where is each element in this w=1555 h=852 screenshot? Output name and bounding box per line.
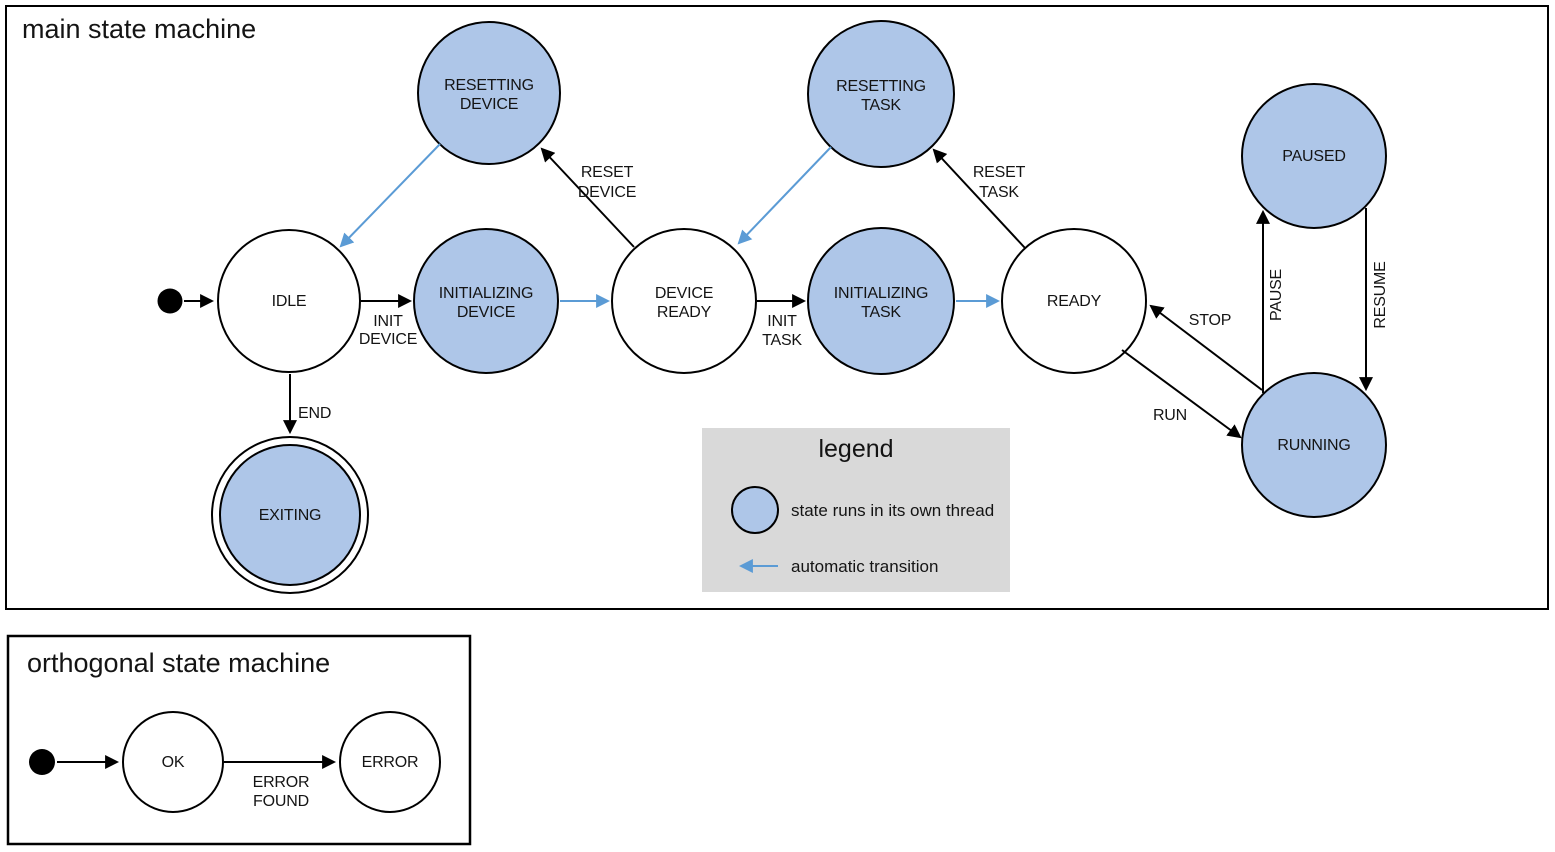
transition-auto-resetdevice-to-idle (339, 143, 441, 248)
transition-stop (1149, 304, 1263, 391)
state-ok (122, 711, 224, 813)
state-resetting-device-label-line1: RESETTING (444, 77, 534, 94)
state-exiting-label: EXITING (259, 507, 322, 524)
state-initializing-task (807, 227, 955, 375)
legend-title: legend (818, 435, 893, 463)
state-resetting-task-label-line1: RESETTING (836, 78, 926, 95)
transition-reset-task (932, 148, 1026, 249)
orthogonal-initial-state-dot (29, 749, 55, 775)
state-exiting (219, 444, 361, 586)
state-device-ready-label-line1: DEVICE (655, 285, 713, 302)
state-initializing-task-label-line1: INITIALIZING (834, 285, 929, 302)
state-initializing-device (413, 228, 559, 374)
state-resetting-task-label-line2: TASK (861, 97, 901, 114)
state-device-ready-label-line2: READY (657, 304, 712, 321)
transition-run-label: RUN (1153, 407, 1187, 424)
main-machine-title: main state machine (22, 14, 256, 44)
state-error (339, 711, 441, 813)
transition-resume-label: RESUME (1372, 261, 1389, 328)
transition-reset-task-label-line2: TASK (979, 184, 1019, 201)
state-idle (217, 229, 361, 373)
state-error-label: ERROR (362, 754, 419, 771)
transition-init-task-label-line1: INIT (767, 313, 797, 330)
transition-reset-device-label-line2: DEVICE (578, 184, 636, 201)
transition-error-found-label-line2: FOUND (253, 793, 309, 810)
transition-reset-device (540, 147, 635, 248)
state-resetting-device-label-line2: DEVICE (460, 96, 518, 113)
transition-run (1121, 349, 1242, 439)
main-initial-state-dot (157, 288, 183, 314)
state-initializing-device-label-line1: INITIALIZING (439, 285, 534, 302)
transition-end-label: END (298, 405, 331, 422)
main-machine-border (5, 5, 1549, 610)
state-ready-label: READY (1047, 293, 1102, 310)
state-resetting-device (417, 21, 561, 165)
state-idle-label: IDLE (272, 293, 307, 310)
transition-stop-label: STOP (1189, 312, 1231, 329)
transition-init-task-label-line2: TASK (762, 332, 802, 349)
legend-auto-transition-label: automatic transition (791, 557, 938, 576)
state-running-label: RUNNING (1277, 437, 1350, 454)
legend-threaded-state-label: state runs in its own thread (791, 501, 994, 520)
transition-pause-label: PAUSE (1268, 269, 1285, 321)
state-paused (1241, 83, 1387, 229)
orthogonal-machine-border (6, 634, 472, 846)
transition-init-device-label-line2: DEVICE (359, 331, 417, 348)
state-device-ready (611, 228, 757, 374)
state-initializing-task-label-line2: TASK (861, 304, 901, 321)
transition-init-device-label-line1: INIT (373, 313, 403, 330)
orthogonal-machine-title: orthogonal state machine (27, 648, 330, 678)
state-paused-label: PAUSED (1282, 148, 1345, 165)
state-resetting-task (807, 20, 955, 168)
state-ready (1001, 228, 1147, 374)
state-ok-label: OK (162, 754, 185, 771)
transition-auto-resettask-to-deviceready (737, 146, 832, 245)
transition-reset-device-label-line1: RESET (581, 164, 634, 181)
legend-threaded-state-icon (731, 486, 779, 534)
state-initializing-device-label-line2: DEVICE (457, 304, 515, 321)
state-running (1241, 372, 1387, 518)
transition-reset-task-label-line1: RESET (973, 164, 1026, 181)
transition-error-found-label-line1: ERROR (253, 774, 310, 791)
